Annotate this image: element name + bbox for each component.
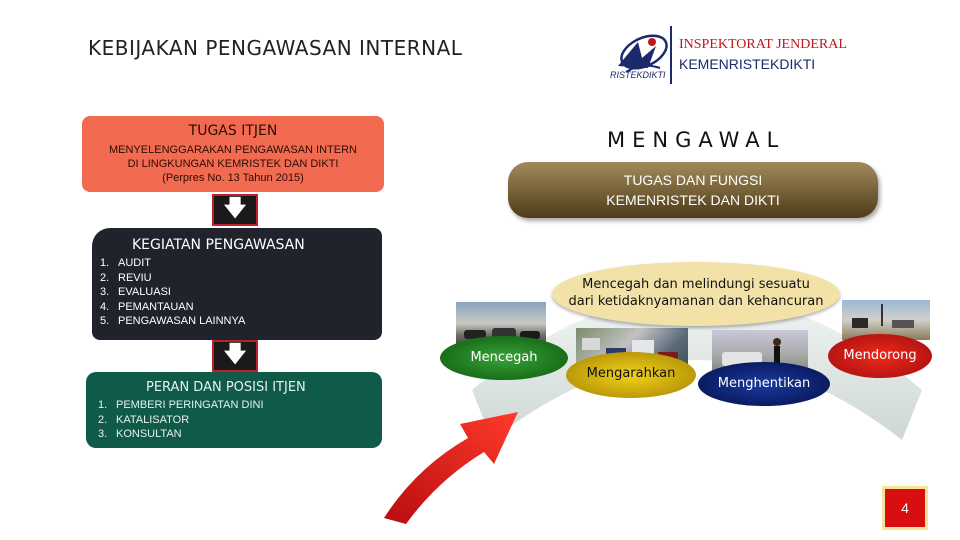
peran-heading: PERAN DAN POSISI ITJEN (146, 380, 306, 395)
list-item: 1.PEMBERI PERINGATAN DINI (98, 399, 264, 411)
tugas-itjen-box: TUGAS ITJEN MENYELENGGARAKAN PENGAWASAN … (82, 116, 384, 192)
oval-line2: dari ketidaknyamanan dan kehancuran (568, 294, 824, 309)
kegiatan-pengawasan-box: KEGIATAN PENGAWASAN (92, 228, 382, 340)
peran-list: 1.PEMBERI PERINGATAN DINI 2.KATALISATOR … (98, 398, 264, 442)
list-item: 1.AUDIT (100, 257, 151, 269)
tugas-fungsi-line1: TUGAS DAN FUNGSI (623, 172, 763, 188)
mengawal-heading: MENGAWAL (607, 128, 786, 152)
list-item: 3.KONSULTAN (98, 428, 182, 440)
tugas-fungsi-banner: TUGAS DAN FUNGSI KEMENRISTEK DAN DIKTI (508, 162, 878, 218)
peran-posisi-box: PERAN DAN POSISI ITJEN (86, 372, 382, 448)
header-divider (670, 26, 672, 84)
menghentikan-label: Menghentikan (698, 362, 830, 406)
mencegah-label: Mencegah (440, 336, 568, 380)
oval-line1: Mencegah dan melindungi sesuatu (582, 277, 810, 292)
list-item: 4.PEMANTAUAN (100, 300, 194, 313)
mencegah-description-oval: Mencegah dan melindungi sesuatu dari ket… (552, 262, 840, 326)
down-arrow-icon: 🡇 (212, 340, 258, 372)
list-item: 3.EVALUASI (100, 286, 171, 298)
tugas-itjen-line2: DI LINGKUNGAN KEMRISTEK DAN DIKTI (127, 158, 339, 170)
org-name-line1: INSPEKTORAT JENDERAL (679, 37, 847, 52)
curved-red-arrow-icon (384, 412, 518, 524)
page-title: KEBIJAKAN PENGAWASAN INTERNAL (88, 36, 463, 60)
org-name-line2: KEMENRISTEKDIKTI (679, 56, 816, 72)
photo-field (842, 300, 930, 340)
ristekdikti-logo-icon (618, 34, 668, 73)
page-number-badge: 4 (882, 486, 928, 530)
list-item: 5.PENGAWASAN LAINNYA (100, 315, 246, 327)
tugas-fungsi-line2: KEMENRISTEK DAN DIKTI (606, 192, 780, 208)
tugas-itjen-line1: MENYELENGGARAKAN PENGAWASAN INTERN (109, 144, 357, 156)
down-arrow-icon: 🡇 (212, 194, 258, 226)
tugas-itjen-heading: TUGAS ITJEN (188, 123, 278, 139)
mengarahkan-label: Mengarahkan (566, 352, 696, 398)
tugas-itjen-line3: (Perpres No. 13 Tahun 2015) (162, 172, 304, 184)
logo-caption: RISTEKDIKTI (610, 70, 666, 80)
kegiatan-heading: KEGIATAN PENGAWASAN (132, 237, 305, 253)
kegiatan-list: 1.AUDIT 2.REVIU 3.EVALUASI 4.PEMANTAUAN … (100, 256, 245, 329)
list-item: 2.REVIU (100, 271, 152, 284)
mendorong-label: Mendorong (828, 334, 932, 378)
list-item: 2.KATALISATOR (98, 413, 190, 426)
